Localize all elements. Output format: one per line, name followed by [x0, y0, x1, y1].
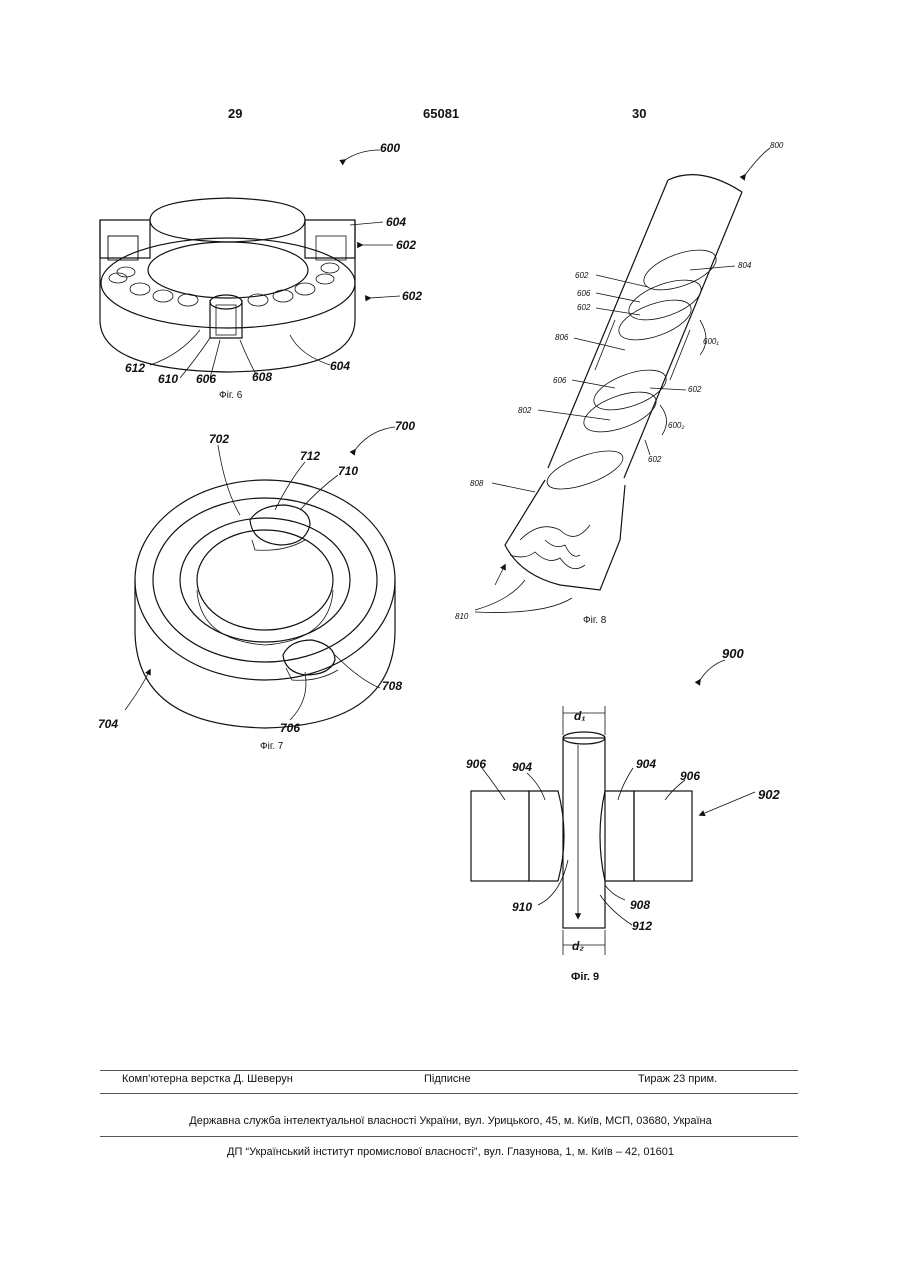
label-806: 806 — [555, 333, 569, 342]
label-912: 912 — [632, 919, 652, 933]
label-706: 706 — [280, 721, 300, 735]
figure-8: 800 804 602 606 602 806 600₁ 606 602 802… — [455, 141, 784, 626]
label-602-a: 602 — [575, 271, 589, 280]
label-700: 700 — [395, 419, 415, 433]
label-906-right: 906 — [680, 769, 700, 783]
label-602-top: 602 — [396, 238, 416, 252]
label-804: 804 — [738, 261, 752, 270]
label-702: 702 — [209, 432, 229, 446]
label-606-b: 606 — [553, 376, 567, 385]
circulation-note: Тираж 23 прим. — [638, 1073, 717, 1085]
label-910: 910 — [512, 900, 532, 914]
label-900: 900 — [722, 646, 744, 661]
label-610: 610 — [158, 372, 178, 386]
caption-fig-9: Фіг. 9 — [571, 971, 599, 983]
caption-fig-6: Фіг. 6 — [219, 390, 243, 401]
label-802: 802 — [518, 406, 532, 415]
agency-address: Державна служба інтелектуальної власност… — [0, 1115, 901, 1127]
label-606: 606 — [196, 372, 216, 386]
label-602-b: 602 — [577, 303, 591, 312]
label-604: 604 — [330, 359, 350, 373]
label-612: 612 — [125, 361, 145, 375]
typesetting-credit: Комп’ютерна верстка Д. Шеверун — [122, 1073, 293, 1085]
signed-note: Підписне — [424, 1073, 471, 1085]
figure-7: 702 700 712 710 708 706 704 Фіг. 7 — [98, 419, 415, 752]
label-d2: d₂ — [572, 939, 584, 953]
label-602-d: 602 — [648, 455, 662, 464]
label-808: 808 — [470, 479, 484, 488]
label-906-left: 906 — [466, 757, 486, 771]
label-600: 600 — [380, 141, 400, 155]
footer-rule-middle — [100, 1093, 798, 1094]
footer-rule-bottom — [100, 1136, 798, 1137]
label-600-1: 600₁ — [703, 337, 719, 346]
label-800: 800 — [770, 141, 784, 150]
label-602-c: 602 — [688, 385, 702, 394]
caption-fig-8: Фіг. 8 — [583, 615, 607, 626]
figure-6: 600 604 602 602 612 610 606 608 604 Фіг.… — [100, 141, 422, 401]
label-606-a: 606 — [577, 289, 591, 298]
label-712: 712 — [300, 449, 320, 463]
label-602: 602 — [402, 289, 422, 303]
label-904-left: 904 — [512, 760, 532, 774]
label-710: 710 — [338, 464, 358, 478]
figure-9: 900 d₁ 906 904 904 906 902 910 908 912 d… — [466, 646, 780, 983]
label-810: 810 — [455, 612, 469, 621]
label-608: 608 — [252, 370, 272, 384]
label-902: 902 — [758, 787, 780, 802]
label-904-right: 904 — [636, 757, 656, 771]
footer-rule-top — [100, 1070, 798, 1071]
label-908: 908 — [630, 898, 650, 912]
institute-address: ДП “Український інститут промислової вла… — [0, 1146, 901, 1158]
footer-credits-row: Комп’ютерна верстка Д. Шеверун Підписне … — [100, 1073, 798, 1087]
label-d1: d₁ — [574, 709, 586, 723]
label-604-top: 604 — [386, 215, 406, 229]
ball-elements — [109, 263, 339, 306]
label-704: 704 — [98, 717, 118, 731]
label-708: 708 — [382, 679, 402, 693]
figures-drawing: 600 604 602 602 612 610 606 608 604 Фіг.… — [0, 0, 901, 1060]
label-600-2: 600₂ — [668, 421, 684, 430]
caption-fig-7: Фіг. 7 — [260, 741, 284, 752]
